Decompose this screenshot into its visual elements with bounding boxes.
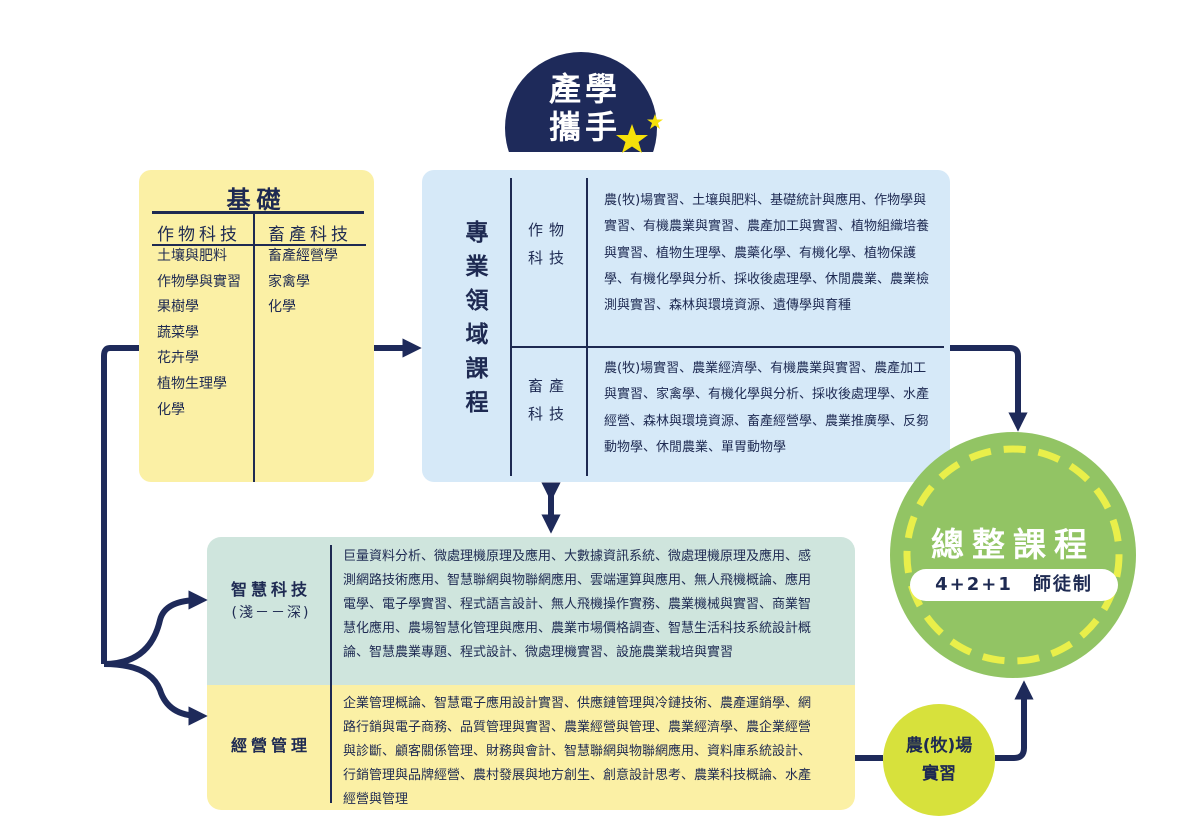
star-icons [616,114,663,153]
pro-animal-label-2: 科技 [527,405,570,423]
smart-tech-subtitle: (淺－－深) [231,605,311,621]
big-star-icon [616,124,648,153]
professional-row-rule [512,346,944,348]
list-item: 化學 [268,299,296,316]
professional-domain-title: 專 業 領 域 課 程 [462,216,492,420]
business-management-courses: 企業管理概論、智慧電子應用設計實習、供應鏈管理與冷鏈技術、農產運銷學、網路行銷與… [343,696,812,807]
list-item: 果樹學 [157,299,199,316]
left-loop-connector [101,345,139,664]
list-item: 家禽學 [268,273,310,290]
list-item: 作物學與實習 [157,273,241,290]
crop-tech-header: 作物科技 [157,225,241,245]
list-item: 化學 [157,401,185,418]
arrow-to-business [103,661,208,726]
capstone-subtitle: 4+2+1 師徒制 [910,569,1118,601]
list-item: 植物生理學 [157,375,227,392]
pro-animal-label-1: 畜產 [527,377,570,395]
pro-crop-courses: 農(牧)場實習、土壤與肥料、基礎統計與應用、作物學與實習、有機農業與實習、農產加… [604,193,930,314]
foundation-box [139,170,374,482]
pro-animal-courses: 農(牧)場實習、農業經濟學、有機農業與實習、農產加工與實習、家禽學、有機化學與分… [604,361,930,455]
badge-line-2: 攜手 [548,108,621,146]
professional-mid-rule [586,178,588,476]
title-char: 課 [465,356,489,382]
smart-tech-box [207,537,855,685]
pro-crop-label: 作物 科技 [524,216,574,272]
badge-line-1: 產學 [548,70,621,108]
capstone-dashed-ring [903,445,1123,665]
small-star-icon [647,114,663,129]
business-management-title: 經營管理 [230,736,311,755]
foundation-column-divider [253,214,255,482]
list-item: 蔬菜學 [157,324,199,341]
foundation-header-rule [152,244,366,246]
crop-foundation-list: 土壤與肥料 作物學與實習 果樹學 蔬菜學 花卉學 植物生理學 化學 [157,244,241,423]
professional-left-rule [510,178,512,476]
capstone-title: 總整課程 [931,525,1095,564]
lower-column-rule [330,545,332,803]
smart-tech-title: 智慧科技 [230,580,311,599]
list-item: 花卉學 [157,350,199,367]
professional-to-capstone-arrow [950,345,1028,432]
list-item: 土壤與肥料 [157,248,227,264]
list-item: 畜產經營學 [268,248,338,264]
pro-crop-label-2: 科技 [527,249,570,267]
farm-line-2: 實習 [922,764,956,784]
title-char: 業 [465,254,489,280]
badge-text: 產學 攜手 [530,70,640,146]
capstone-circle [890,432,1136,678]
title-char: 專 [465,220,489,246]
pro-crop-label-1: 作物 [527,221,570,239]
farm-practicum-label: 農(牧)場 實習 [883,732,995,788]
business-management-box [207,685,855,810]
pro-animal-label: 畜產 科技 [524,372,574,428]
title-char: 域 [465,322,489,348]
title-char: 程 [465,390,489,416]
smart-tech-courses: 巨量資料分析、微處理機原理及應用、大數據資訊系統、微處理機原理及應用、感測網路技… [343,549,812,660]
title-char: 領 [465,288,489,314]
animal-foundation-list: 畜產經營學 家禽學 化學 [268,244,338,321]
farm-to-capstone-arrow [995,680,1034,761]
arrow-to-smart-tech [103,590,208,667]
foundation-title: 基礎 [226,186,287,214]
farm-line-1: 農(牧)場 [905,736,973,756]
farm-practicum-circle [883,704,995,816]
animal-tech-header: 畜產科技 [268,225,352,245]
foundation-title-rule [152,211,364,214]
